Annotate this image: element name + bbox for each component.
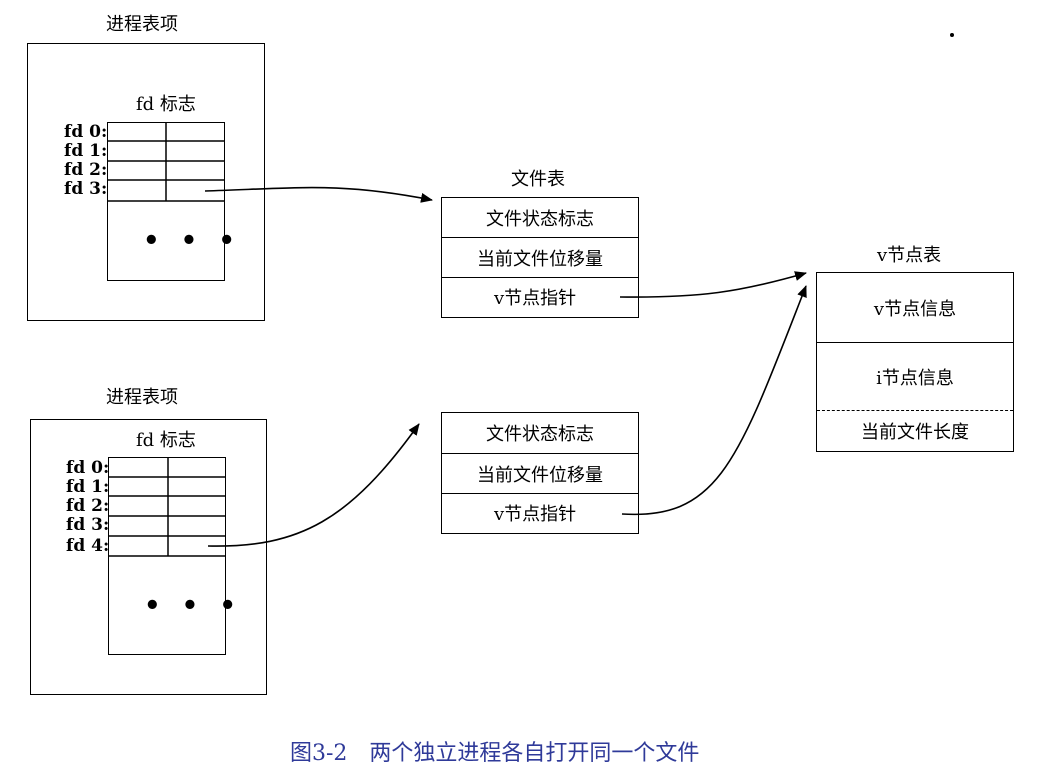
figure-caption: 图3-2 两个独立进程各自打开同一个文件	[290, 741, 700, 766]
file-table-2-to-vnode-arrow	[621, 285, 807, 516]
file-table-title: 文件表	[511, 169, 565, 190]
file-length-row: 当前文件长度	[861, 421, 969, 443]
vnode-info-row: v节点信息	[817, 273, 1013, 343]
fd4-to-file-table-2-arrow	[207, 423, 420, 547]
fd-table-1-grid	[107, 122, 225, 202]
vnode-table-title: v节点表	[877, 245, 942, 266]
fd-2-label: fd 2:	[64, 160, 108, 180]
fd-0-label: fd 0:	[64, 122, 108, 142]
stray-dot	[950, 33, 954, 37]
vnode-table: v节点信息 i节点信息 当前文件长度	[816, 272, 1014, 452]
inode-info-row: i节点信息	[817, 343, 1013, 411]
file-table-2: 文件状态标志 当前文件位移量 v节点指针	[441, 412, 639, 534]
fd-3-label: fd 3:	[64, 179, 108, 199]
fd-2-label: fd 2:	[66, 496, 110, 516]
process-entry-1-title: 进程表项	[106, 14, 178, 35]
file-table-1-to-vnode-arrow	[619, 271, 807, 298]
fd-flags-label: fd 标志	[136, 94, 196, 115]
fd3-to-file-table-1-arrow	[204, 186, 433, 203]
fd-1-label: fd 1:	[66, 477, 110, 497]
file-table-1: 文件状态标志 当前文件位移量 v节点指针	[441, 197, 639, 318]
vnode-pointer-row: v节点指针	[494, 288, 577, 309]
fd-table-2-grid	[108, 457, 226, 557]
fd-flags-label: fd 标志	[136, 430, 196, 451]
process-entry-2: fd 标志	[30, 419, 267, 695]
process-entry-2-title: 进程表项	[106, 387, 178, 408]
process-entry-1: fd 标志	[27, 43, 265, 321]
fd-1-label: fd 1:	[64, 141, 108, 161]
file-offset-row: 当前文件位移量	[442, 454, 638, 494]
file-status-flags-row: 文件状态标志	[442, 198, 638, 238]
vnode-pointer-row: v节点指针	[494, 504, 577, 525]
fd-table-ellipsis: • • •	[144, 591, 242, 621]
fd-0-label: fd 0:	[66, 458, 110, 478]
fd-3-label: fd 3:	[66, 515, 110, 535]
file-offset-row: 当前文件位移量	[442, 238, 638, 278]
fd-4-label: fd 4:	[66, 536, 110, 556]
file-status-flags-row: 文件状态标志	[442, 413, 638, 454]
fd-table-ellipsis: • • •	[143, 226, 241, 256]
